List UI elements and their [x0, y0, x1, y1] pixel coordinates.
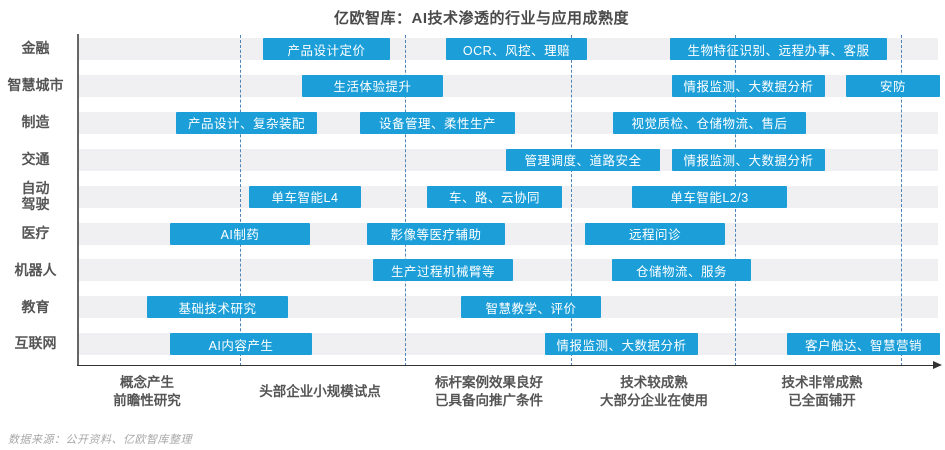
maturity-bar: AI内容产生 — [170, 333, 312, 356]
maturity-bar: 单车智能L4 — [249, 185, 361, 208]
maturity-bar: 影像等医疗辅助 — [367, 222, 505, 245]
row-label: 医疗 — [21, 224, 50, 241]
y-axis-line — [77, 34, 79, 366]
maturity-bar: 单车智能L2/3 — [632, 185, 787, 208]
source-note: 数据来源：公开资料、亿欧智库整理 — [8, 434, 192, 446]
stage-divider-dashed-line — [240, 35, 241, 366]
row-label: 制造 — [21, 114, 50, 131]
stage-label: 技术非常成熟 已全面铺开 — [781, 374, 863, 408]
maturity-bar: 仓储物流、服务 — [612, 259, 751, 282]
row-label: 自动 驾驶 — [21, 180, 50, 212]
stage-label: 概念产生 前瞻性研究 — [113, 374, 181, 408]
stage-divider-dashed-line — [405, 35, 406, 366]
stage-label: 标杆案例效果良好 已具备向推广条件 — [435, 374, 543, 408]
row-label: 交通 — [21, 150, 50, 167]
maturity-bar: 智慧教学、评价 — [461, 296, 601, 319]
maturity-bar: 远程问诊 — [585, 222, 725, 245]
maturity-bar: 情报监测、大数据分析 — [545, 333, 698, 356]
maturity-bar: 客户触达、智慧营销 — [787, 333, 940, 356]
maturity-bar: 生物特征识别、远程办事、客服 — [670, 38, 887, 60]
row-label: 金融 — [21, 40, 50, 57]
maturity-bar: 情报监测、大数据分析 — [672, 74, 825, 97]
stage-label: 头部企业小规模试点 — [259, 383, 381, 399]
stage-divider-dashed-line — [571, 35, 572, 366]
maturity-bar: 生产过程机械臂等 — [373, 259, 513, 282]
maturity-bar: AI制药 — [170, 222, 310, 245]
maturity-bar: 产品设计、复杂装配 — [176, 111, 317, 134]
maturity-bar: 管理调度、道路安全 — [506, 148, 660, 171]
row-label: 互联网 — [14, 335, 57, 352]
maturity-bar: 视觉质检、仓储物流、售后 — [613, 111, 806, 134]
maturity-bar: 生活体验提升 — [302, 74, 443, 97]
maturity-bar: 设备管理、柔性生产 — [360, 111, 515, 134]
row-label: 机器人 — [14, 261, 57, 278]
stage-label: 技术较成熟 大部分企业在使用 — [600, 374, 708, 408]
x-axis-line — [77, 364, 933, 366]
maturity-bar: 基础技术研究 — [147, 296, 288, 319]
row-label: 教育 — [21, 298, 50, 315]
chart-title: 亿欧智库：AI技术渗透的行业与应用成熟度 — [333, 10, 629, 27]
maturity-bar: 安防 — [846, 74, 940, 97]
stage-divider-dashed-line — [901, 35, 902, 366]
x-axis-arrow — [933, 360, 942, 369]
maturity-bar: OCR、风控、理赔 — [446, 38, 587, 60]
maturity-bar: 产品设计定价 — [263, 38, 390, 60]
maturity-bar: 车、路、云协同 — [427, 185, 562, 208]
row-label: 智慧城市 — [7, 77, 64, 94]
maturity-bar: 情报监测、大数据分析 — [672, 148, 825, 171]
